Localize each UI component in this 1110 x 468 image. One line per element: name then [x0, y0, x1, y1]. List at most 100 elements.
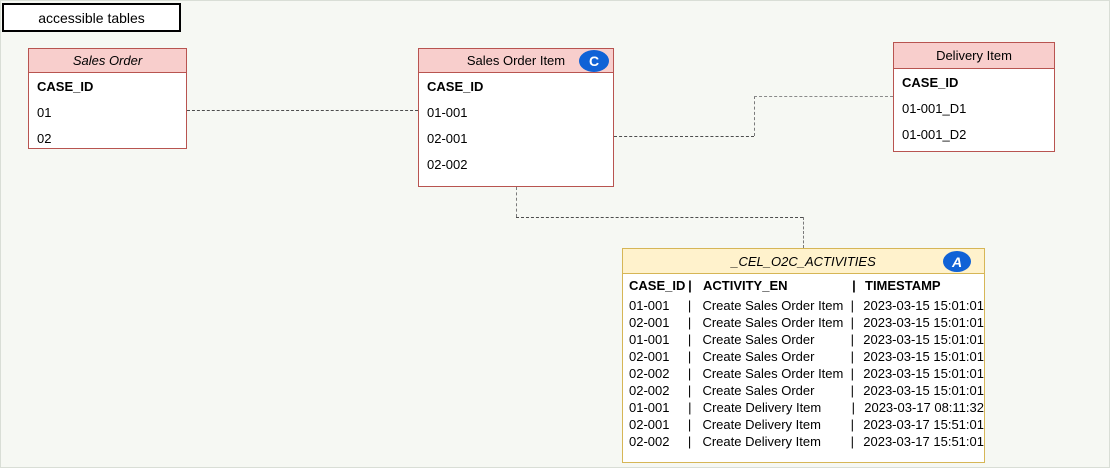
table-row: 01-001 [419, 99, 613, 125]
sales-order-table[interactable]: Sales Order CASE_ID 01 02 [28, 48, 187, 149]
activity-row: 01-001 | Create Sales Order Item | 2023-… [623, 297, 984, 314]
cell-separator: | [687, 383, 692, 398]
table-row: 02-001 [419, 125, 613, 151]
connector-item-to-delivery-segment-3 [754, 96, 893, 97]
cell-separator: | [851, 400, 855, 415]
activity-a-badge: A [943, 251, 971, 272]
activity-case-id: 02-002 [629, 366, 670, 381]
delivery-item-header: Delivery Item [894, 43, 1054, 69]
table-row: 01-001_D2 [894, 121, 1054, 147]
case-id-value: 02-001 [427, 130, 468, 146]
activity-name: Create Sales Order [702, 332, 815, 347]
activity-row: 01-001 | Create Delivery Item | 2023-03-… [623, 399, 984, 416]
cell-separator: | [850, 434, 855, 449]
activity-name: Create Sales Order [702, 349, 815, 364]
activity-name: Create Delivery Item [702, 417, 821, 432]
key-field-label: CASE_ID [427, 78, 484, 94]
column-separator: | [688, 278, 692, 293]
activity-case-id: 02-002 [629, 434, 670, 449]
case-c-badge: C [579, 50, 609, 72]
cell-separator: | [850, 417, 855, 432]
connector-item-to-activities-segment-2 [516, 217, 803, 218]
activities-title: _CEL_O2C_ACTIVITIES [731, 253, 876, 269]
activities-column-header: CASE_ID | ACTIVITY_EN | TIMESTAMP [623, 274, 984, 297]
sales-order-header: Sales Order [29, 49, 186, 73]
cell-separator: | [687, 298, 692, 313]
activity-timestamp: 2023-03-15 15:01:01 [863, 298, 984, 313]
activity-row: 02-002 | Create Delivery Item | 2023-03-… [623, 433, 984, 450]
activity-timestamp: 2023-03-15 15:01:01 [863, 383, 984, 398]
activity-timestamp: 2023-03-15 15:01:01 [863, 349, 984, 364]
cell-separator: | [687, 332, 692, 347]
cell-separator: | [688, 400, 692, 415]
table-row: 01 [29, 99, 186, 125]
accessible-tables-label: accessible tables [38, 9, 145, 26]
table-row: 02 [29, 125, 186, 151]
activity-name: Create Sales Order Item [702, 366, 844, 381]
activity-row: 02-001 | Create Sales Order Item | 2023-… [623, 314, 984, 331]
sales-order-item-title: Sales Order Item [466, 53, 566, 68]
activity-row: 02-001 | Create Delivery Item | 2023-03-… [623, 416, 984, 433]
case-id-value: 02 [37, 130, 52, 146]
activities-table[interactable]: _CEL_O2C_ACTIVITIES A CASE_ID | ACTIVITY… [622, 248, 985, 463]
connector-item-to-activities-segment-1 [516, 187, 517, 217]
sales-order-title: Sales Order [72, 53, 143, 68]
cell-separator: | [687, 366, 692, 381]
cell-separator: | [850, 315, 855, 330]
cell-separator: | [687, 315, 692, 330]
column-separator: | [852, 278, 856, 293]
cell-separator: | [687, 417, 692, 432]
accessible-tables-box: accessible tables [2, 3, 181, 32]
activity-row: 02-002 | Create Sales Order | 2023-03-15… [623, 382, 984, 399]
activity-timestamp: 2023-03-17 08:11:32 [864, 400, 984, 415]
delivery-item-title: Delivery Item [936, 48, 1012, 63]
key-field-label: CASE_ID [902, 74, 959, 90]
case-id-value: 01 [37, 104, 52, 120]
cell-separator: | [850, 366, 855, 381]
activity-timestamp: 2023-03-15 15:01:01 [863, 366, 984, 381]
cell-separator: | [850, 383, 855, 398]
cell-separator: | [687, 434, 692, 449]
case-id-value: 01-001 [427, 104, 468, 120]
activity-name: Create Sales Order Item [702, 315, 844, 330]
connector-item-to-delivery-segment-2 [754, 96, 755, 136]
activity-timestamp: 2023-03-15 15:01:01 [863, 315, 984, 330]
key-field-label: CASE_ID [37, 78, 94, 94]
activity-row: 02-002 | Create Sales Order Item | 2023-… [623, 365, 984, 382]
activity-case-id: 02-001 [629, 315, 670, 330]
connector-item-to-activities-segment-3 [803, 217, 804, 248]
activity-timestamp: 2023-03-17 15:51:01 [863, 434, 984, 449]
case-id-value: 02-002 [427, 156, 468, 172]
connector-sales-order-to-sales-order-item [187, 110, 418, 111]
delivery-item-rows: 01-001_D1 01-001_D2 [894, 95, 1054, 147]
activity-timestamp: 2023-03-17 15:51:01 [863, 417, 984, 432]
table-row: 02-002 [419, 151, 613, 177]
cell-separator: | [850, 332, 855, 347]
column-activity: ACTIVITY_EN [703, 278, 788, 293]
activity-name: Create Sales Order Item [702, 298, 844, 313]
delivery-item-table[interactable]: Delivery Item CASE_ID 01-001_D1 01-001_D… [893, 42, 1055, 152]
activity-case-id: 02-002 [629, 383, 670, 398]
column-timestamp: TIMESTAMP [865, 278, 941, 293]
activities-header: _CEL_O2C_ACTIVITIES A [623, 249, 984, 274]
sales-order-item-header: Sales Order Item C [419, 49, 613, 73]
activity-case-id: 01-001 [629, 332, 670, 347]
cell-separator: | [850, 298, 855, 313]
activity-case-id: 01-001 [629, 400, 670, 415]
activity-name: Create Sales Order [702, 383, 815, 398]
sales-order-item-rows: 01-001 02-001 02-002 [419, 99, 613, 177]
sales-order-rows: 01 02 [29, 99, 186, 151]
column-case-id: CASE_ID [629, 278, 686, 293]
activity-case-id: 01-001 [629, 298, 670, 313]
activity-name: Create Delivery Item [702, 434, 821, 449]
activity-case-id: 02-001 [629, 349, 670, 364]
activities-rows: 01-001 | Create Sales Order Item | 2023-… [623, 297, 984, 450]
sales-order-item-table[interactable]: Sales Order Item C CASE_ID 01-001 02-001… [418, 48, 614, 187]
sales-order-key-field-row: CASE_ID [29, 73, 186, 99]
cell-separator: | [687, 349, 692, 364]
table-row: 01-001_D1 [894, 95, 1054, 121]
cell-separator: | [850, 349, 855, 364]
sales-order-item-key-field-row: CASE_ID [419, 73, 613, 99]
activity-row: 02-001 | Create Sales Order | 2023-03-15… [623, 348, 984, 365]
